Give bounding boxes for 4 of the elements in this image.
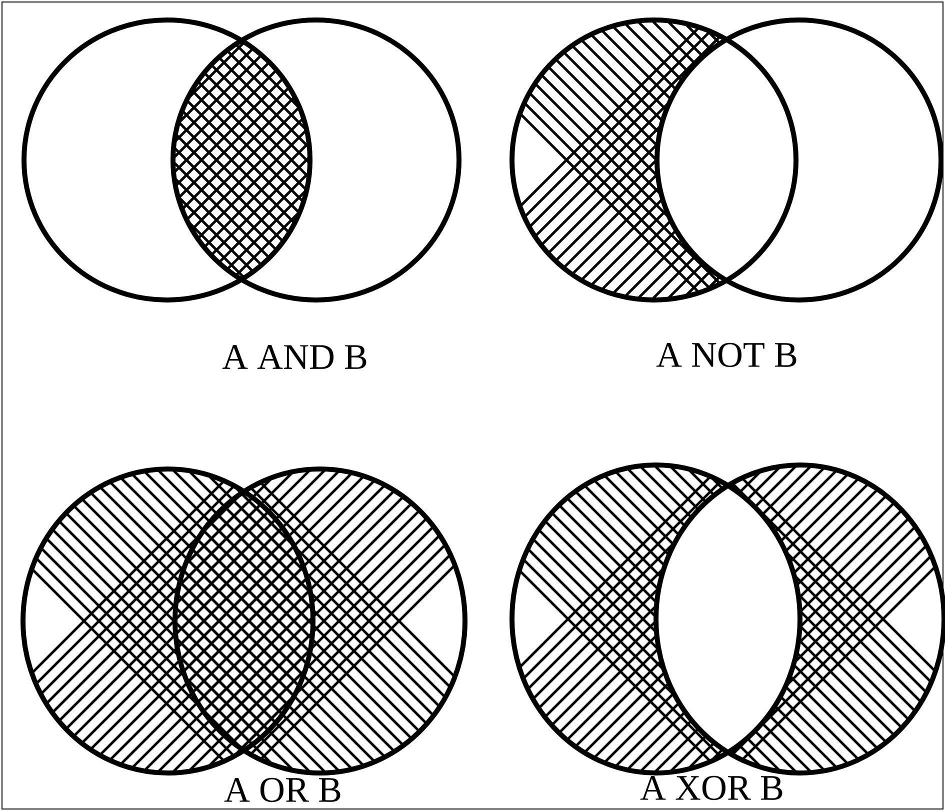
caption: A XOR B (640, 776, 782, 800)
caption: A NOT B (656, 342, 796, 368)
caption: A OR B (224, 778, 340, 802)
caption: A AND B (222, 345, 366, 369)
